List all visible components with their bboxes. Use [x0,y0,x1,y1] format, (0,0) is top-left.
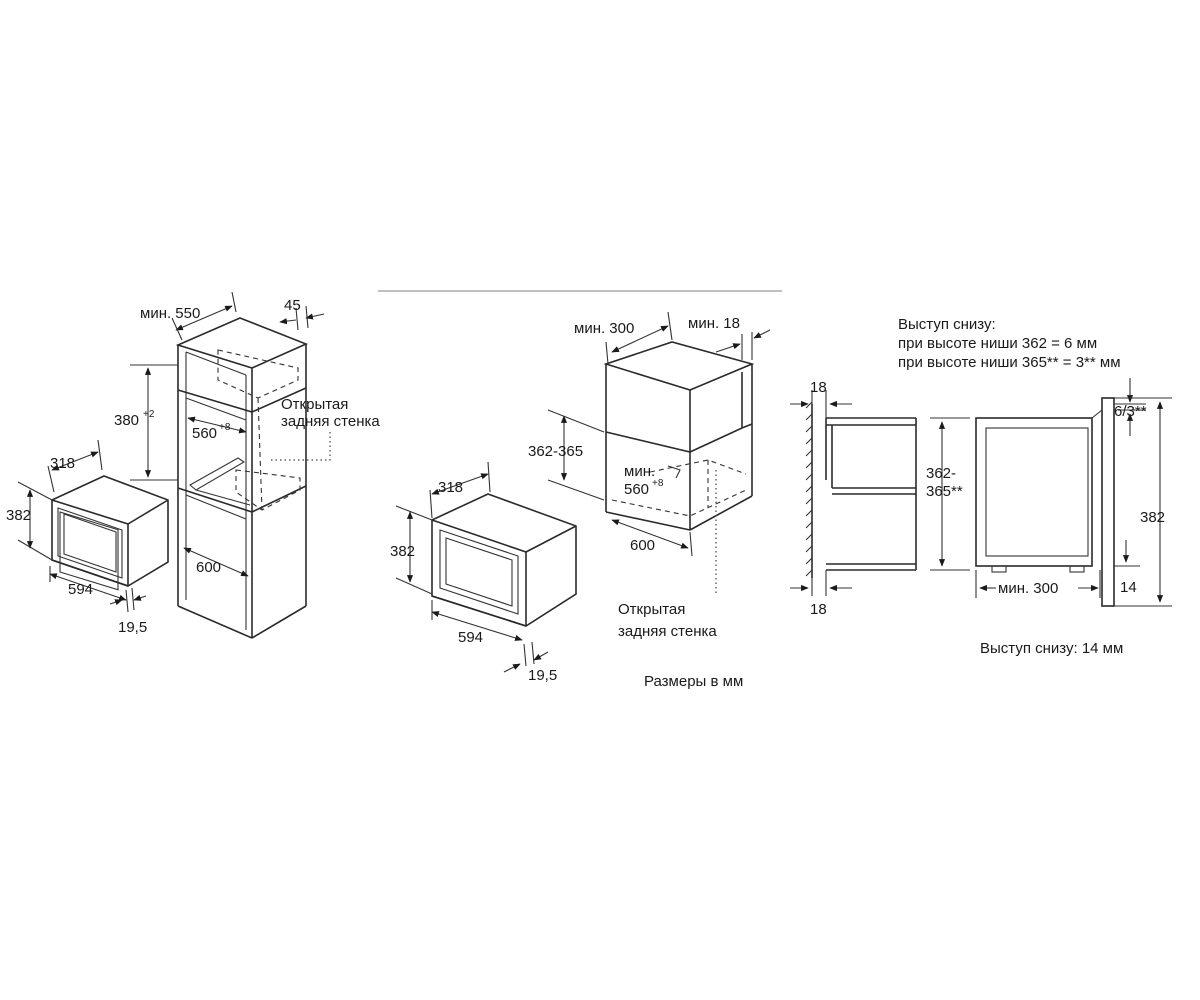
left-view: мин. 550 45 380 +2 560 +8 Открытая задня… [6,291,380,639]
right-offset-label: 6/3** [1114,403,1147,420]
right-bottom-offset: 14 [1120,579,1137,596]
middle-side-label: мин. 18 [688,315,740,332]
middle-device-depth: 318 [438,479,463,496]
left-cabinet-width: 600 [196,559,221,576]
wall-cabinet [603,341,755,596]
device-left [51,475,169,591]
units-note: Размеры в мм [644,673,743,690]
middle-device-height: 382 [390,543,415,560]
middle-depth-label: мин. 300 [574,320,634,337]
left-open-back-2: задняя стенка [281,413,380,430]
right-panel-bottom: 18 [810,601,827,618]
middle-niche-width-sup: +8 [652,478,664,489]
tall-cabinet [175,317,309,639]
wall [805,401,813,578]
right-note-1: Выступ снизу: [898,316,996,333]
middle-open-back-2: задняя стенка [618,623,717,640]
left-niche-height-sup: +2 [143,409,155,420]
right-depth-label: мин. 300 [998,580,1058,597]
left-device-height: 382 [6,507,31,524]
left-device-width: 594 [68,581,93,598]
right-bottom-note: Выступ снизу: 14 мм [980,640,1123,657]
right-niche-height-2: 365** [926,483,963,500]
right-note-3: при высоте ниши 365** = 3** мм [898,354,1121,371]
middle-niche-width-prefix: мин. [624,463,655,480]
middle-device-width: 594 [458,629,483,646]
left-open-back-1: Открытая [281,396,348,413]
middle-niche-height: 362-365 [528,443,583,460]
right-view: Выступ снизу: при высоте ниши 362 = 6 мм… [790,316,1172,657]
middle-front-thickness: 19,5 [528,667,557,684]
right-panel-top: 18 [810,379,827,396]
middle-cabinet-width: 600 [630,537,655,554]
right-note-2: при высоте ниши 362 = 6 мм [898,335,1097,352]
right-device-height: 382 [1140,509,1165,526]
middle-open-back-1: Открытая [618,601,685,618]
right-niche-height-1: 362- [926,465,956,482]
left-niche-width: 560 [192,425,217,442]
left-niche-height: 380 [114,412,139,429]
left-45-label: 45 [284,297,301,314]
middle-niche-width: 560 [624,481,649,498]
device-middle [431,493,577,627]
left-depth-label: мин. 550 [140,305,200,322]
left-front-thickness: 19,5 [118,619,147,636]
left-niche-width-sup: +8 [219,422,231,433]
cabinet-side [825,417,917,571]
device-side [975,397,1115,607]
middle-view: мин. 300 мин. 18 362-365 мин. 560 +8 600… [390,311,771,690]
left-device-depth: 318 [50,455,75,472]
